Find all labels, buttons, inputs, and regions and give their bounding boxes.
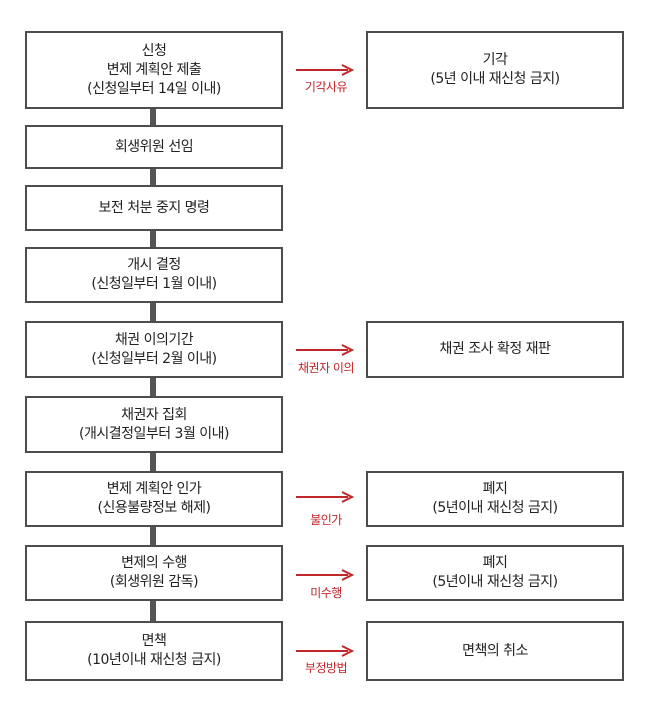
step-text: 회생위원 선임 <box>114 138 194 155</box>
branch-reason-label: 기각사유 <box>304 80 348 94</box>
branch-arrow-icon <box>296 645 355 657</box>
outcome-text: 기각 <box>482 52 508 68</box>
outcome-text: 채권 조사 확정 재판 <box>439 341 551 357</box>
outcome-discharge-cancellation: 면책의 취소 <box>366 621 624 681</box>
outcome-abolition: 폐지 (5년이내 재신청 금지) <box>366 471 624 527</box>
step-text: 채권 이의기간 <box>114 331 194 348</box>
outcome-abolition: 폐지 (5년이내 재신청 금지) <box>366 545 624 601</box>
step-text: (신청일부터 2월 이내) <box>91 350 217 367</box>
step-objection-period: 채권 이의기간 (신청일부터 2월 이내) <box>25 321 283 378</box>
step-text: 변제 계획안 제출 <box>106 61 202 78</box>
branch-reason-label: 부정방법 <box>304 661 348 675</box>
step-text: 면책 <box>141 633 167 649</box>
step-text: 채권자 집회 <box>121 406 187 423</box>
connector <box>150 453 156 471</box>
step-application: 신청 변제 계획안 제출 (신청일부터 14일 이내) <box>25 31 283 109</box>
branch-reason-label: 미수행 <box>310 586 342 600</box>
step-text: 보전 처분 중지 명령 <box>98 199 210 216</box>
connector <box>150 303 156 321</box>
branch-arrow-icon <box>296 569 355 581</box>
connector <box>150 109 156 125</box>
connector <box>150 378 156 396</box>
step-plan-approval: 변제 계획안 인가 (신용불량정보 해제) <box>25 471 283 527</box>
outcome-text: (5년이내 재신청 금지) <box>432 500 558 516</box>
step-text: (회생위원 감독) <box>109 574 199 590</box>
outcome-text: 폐지 <box>482 481 508 497</box>
step-text: 개시 결정 <box>127 257 181 273</box>
branch-reason-label: 불인가 <box>310 513 342 527</box>
outcome-text: 면책의 취소 <box>462 642 528 659</box>
outcome-text: 폐지 <box>482 555 508 571</box>
connector <box>150 231 156 247</box>
outcome-text: (5년이내 재신청 금지) <box>432 574 558 590</box>
branch-reason-label: 채권자 이의 <box>297 361 355 375</box>
step-trustee-appointment: 회생위원 선임 <box>25 125 283 169</box>
branch-arrow-icon <box>296 491 355 503</box>
step-text: (신용불량정보 해제) <box>97 500 211 516</box>
outcome-claim-trial: 채권 조사 확정 재판 <box>366 321 624 378</box>
step-text: (10년이내 재신청 금지) <box>87 652 221 668</box>
step-plan-performance: 변제의 수행 (회생위원 감독) <box>25 545 283 601</box>
step-text: 신청 <box>141 42 167 59</box>
connector <box>150 601 156 621</box>
connector <box>150 527 156 545</box>
step-discharge: 면책 (10년이내 재신청 금지) <box>25 621 283 681</box>
step-preservation-order: 보전 처분 중지 명령 <box>25 185 283 231</box>
step-text: (개시결정일부터 3월 이내) <box>78 425 230 442</box>
outcome-text: (5년 이내 재신청 금지) <box>430 71 560 87</box>
step-text: 변제 계획안 인가 <box>106 481 202 497</box>
step-text: (신청일부터 14일 이내) <box>87 80 221 97</box>
step-commencement-decision: 개시 결정 (신청일부터 1월 이내) <box>25 247 283 303</box>
outcome-dismissal: 기각 (5년 이내 재신청 금지) <box>366 31 624 109</box>
branch-arrow-icon <box>296 344 355 356</box>
connector <box>150 169 156 185</box>
step-text: 변제의 수행 <box>121 555 187 571</box>
step-text: (신청일부터 1월 이내) <box>91 276 217 292</box>
branch-arrow-icon <box>296 64 355 76</box>
step-creditors-meeting: 채권자 집회 (개시결정일부터 3월 이내) <box>25 396 283 453</box>
